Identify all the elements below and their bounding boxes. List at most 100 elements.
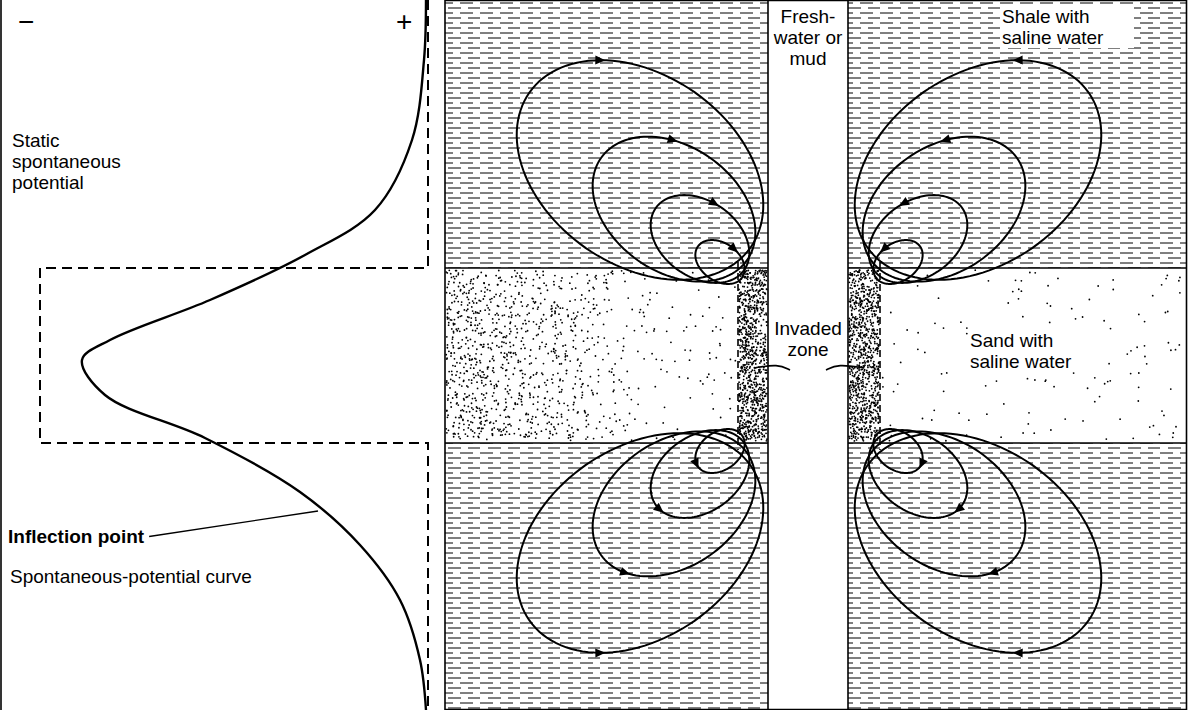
sand-stipple (519, 370, 521, 372)
sand-stipple (547, 415, 549, 417)
sand-stipple (548, 437, 550, 439)
sand-stipple (854, 285, 856, 287)
sand-stipple (553, 350, 555, 352)
sand-stipple (484, 309, 486, 311)
sand-stipple (481, 380, 483, 382)
sand-stipple (493, 360, 495, 362)
sand-stipple (497, 305, 499, 307)
sand-stipple (456, 371, 458, 373)
sand-stipple (454, 433, 456, 435)
sand-stipple (634, 330, 636, 332)
sand-stipple (552, 434, 554, 436)
sand-stipple (762, 308, 764, 310)
sand-stipple (739, 345, 741, 347)
sand-stipple (751, 296, 753, 298)
sand-stipple (456, 270, 458, 272)
sand-stipple (476, 361, 478, 363)
sand-stipple (477, 427, 479, 429)
sand-stipple (766, 354, 768, 356)
sand-stipple (867, 356, 869, 358)
sand-stipple (643, 316, 645, 318)
sand-stipple (753, 295, 755, 297)
sand-stipple (860, 279, 862, 281)
sand-stipple (464, 329, 466, 331)
sand-stipple (556, 416, 558, 418)
sand-stipple (480, 362, 482, 364)
sand-stipple (746, 332, 748, 334)
sand-stipple (566, 370, 568, 372)
sand-stipple (861, 340, 863, 342)
sand-stipple (741, 301, 743, 303)
sand-stipple (465, 337, 467, 339)
sand-stipple (756, 383, 758, 385)
sand-stipple (620, 357, 622, 359)
sand-stipple (743, 419, 745, 421)
sand-stipple (491, 342, 493, 344)
sand-stipple (865, 312, 867, 314)
sand-stipple (739, 374, 741, 376)
sand-stipple (539, 288, 541, 290)
sand-stipple (463, 423, 465, 425)
sand-stipple (862, 376, 864, 378)
sand-stipple (852, 372, 854, 374)
sand-stipple (509, 389, 511, 391)
sand-stipple (869, 319, 871, 321)
sand-stipple (486, 420, 488, 422)
sand-stipple (866, 427, 868, 429)
sand-stipple (552, 417, 554, 419)
sand-stipple (540, 318, 542, 320)
sand-stipple (454, 278, 456, 280)
sand-stipple (750, 338, 752, 340)
sand-stipple (872, 316, 874, 318)
sand-stipple (861, 436, 863, 438)
bed-boundary (767, 0, 769, 710)
sand-stipple (463, 380, 465, 382)
sand-stipple (470, 324, 472, 326)
sand-stipple (448, 324, 450, 326)
sand-stipple (761, 346, 763, 348)
sand-stipple (552, 326, 554, 328)
sand-stipple (454, 358, 456, 360)
sand-stipple (615, 420, 617, 422)
sand-stipple (647, 304, 649, 306)
sand-stipple (850, 427, 852, 429)
sand-stipple (513, 344, 515, 346)
sand-stipple (568, 425, 570, 427)
sand-stipple (593, 304, 595, 306)
sand-stipple (582, 394, 584, 396)
sand-stipple (853, 349, 855, 351)
sand-stipple (623, 425, 625, 427)
sand-stipple (742, 318, 744, 320)
sand-stipple (867, 436, 869, 438)
sand-stipple (851, 328, 853, 330)
sand-stipple (598, 375, 600, 377)
sand-stipple (556, 355, 558, 357)
sand-stipple (764, 363, 766, 365)
sand-stipple (603, 323, 605, 325)
sand-stipple (748, 432, 750, 434)
sand-stipple (588, 290, 590, 292)
sand-stipple (456, 330, 458, 332)
sand-stipple (859, 422, 861, 424)
sand-stipple (454, 323, 456, 325)
sand-stipple (450, 406, 452, 408)
sand-stipple (558, 403, 560, 405)
sand-stipple (556, 433, 558, 435)
sand-stipple (764, 283, 766, 285)
sand-stipple (529, 355, 531, 357)
sand-stipple (661, 359, 663, 361)
sand-stipple (480, 353, 482, 355)
sand-stipple (763, 406, 765, 408)
sand-stipple (747, 382, 749, 384)
sand-stipple (748, 425, 750, 427)
sand-stipple (573, 409, 575, 411)
sand-stipple (504, 290, 506, 292)
sand-stipple (853, 387, 855, 389)
sand-stipple (574, 397, 576, 399)
sand-stipple (535, 357, 537, 359)
sand-stipple (463, 380, 465, 382)
sand-stipple (452, 347, 454, 349)
sand-stipple (533, 374, 535, 376)
sand-stipple (481, 382, 483, 384)
sand-stipple (567, 316, 569, 318)
